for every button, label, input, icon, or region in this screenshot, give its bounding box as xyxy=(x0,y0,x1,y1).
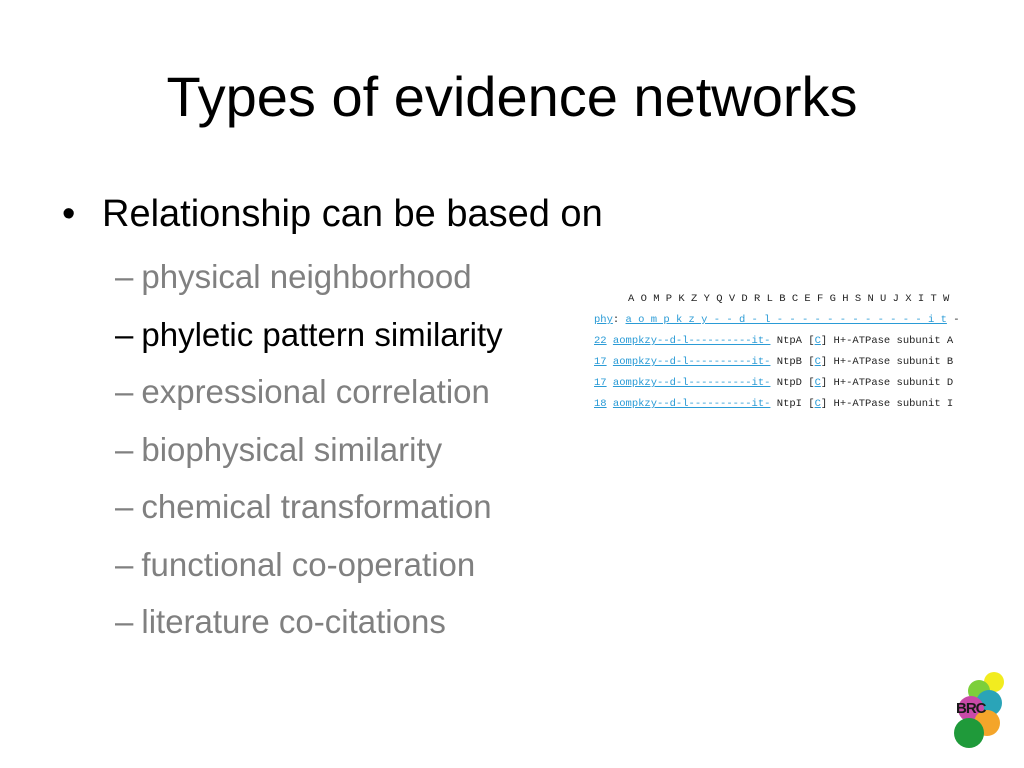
count-link[interactable]: 18 xyxy=(594,398,607,410)
sub-item-expressional-correlation: –expressional correlation xyxy=(115,373,490,410)
count-link[interactable]: 17 xyxy=(594,377,607,389)
table-row: 17 aompkzy--d-l----------it- NtpD [C] H+… xyxy=(594,377,954,389)
bullet-dot: • xyxy=(62,193,76,235)
sub-item-literature-cocitations: –literature co-citations xyxy=(115,603,446,640)
phy-link[interactable]: phy xyxy=(594,314,613,326)
main-bullet-text: Relationship can be based on xyxy=(102,193,603,235)
table-row: 18 aompkzy--d-l----------it- NtpI [C] H+… xyxy=(594,398,954,410)
sub-item-physical-neighborhood: –physical neighborhood xyxy=(115,258,472,295)
main-bullet: • Relationship can be based on xyxy=(62,190,603,238)
code-link[interactable]: C xyxy=(814,335,821,347)
sub-bullet-list: –physical neighborhood –phyletic pattern… xyxy=(115,248,503,651)
logo-circle-darkgreen xyxy=(954,718,984,748)
pattern-link[interactable]: aompkzy--d-l----------it- xyxy=(612,377,771,389)
pattern-link[interactable]: aompkzy--d-l----------it- xyxy=(612,335,771,347)
count-link[interactable]: 17 xyxy=(594,356,607,368)
code-link[interactable]: C xyxy=(814,356,821,368)
brc-logo: BRC xyxy=(948,668,1008,748)
table-row: 22 aompkzy--d-l----------it- NtpA [C] H+… xyxy=(594,335,954,347)
count-link[interactable]: 22 xyxy=(594,335,607,347)
sub-item-chemical-transformation: –chemical transformation xyxy=(115,488,492,525)
logo-text: BRC xyxy=(956,700,986,717)
phy-pattern-link[interactable]: a o m p k z y - - d - l - - - - - - - - … xyxy=(625,314,947,326)
table-row: 17 aompkzy--d-l----------it- NtpB [C] H+… xyxy=(594,356,954,368)
phyletic-pattern-table: A O M P K Z Y Q V D R L B C E F G H S N … xyxy=(594,292,960,418)
slide-title: Types of evidence networks xyxy=(166,65,858,128)
species-header-row: A O M P K Z Y Q V D R L B C E F G H S N … xyxy=(628,293,950,305)
phy-pattern-row: phy: a o m p k z y - - d - l - - - - - -… xyxy=(594,314,960,326)
sub-item-functional-cooperation: –functional co-operation xyxy=(115,545,476,583)
code-link[interactable]: C xyxy=(814,398,821,410)
pattern-link[interactable]: aompkzy--d-l----------it- xyxy=(612,398,771,410)
sub-item-phyletic-pattern: –phyletic pattern similarity xyxy=(115,315,503,353)
sub-item-biophysical-similarity: –biophysical similarity xyxy=(115,430,443,468)
code-link[interactable]: C xyxy=(814,377,821,389)
pattern-link[interactable]: aompkzy--d-l----------it- xyxy=(612,356,771,368)
